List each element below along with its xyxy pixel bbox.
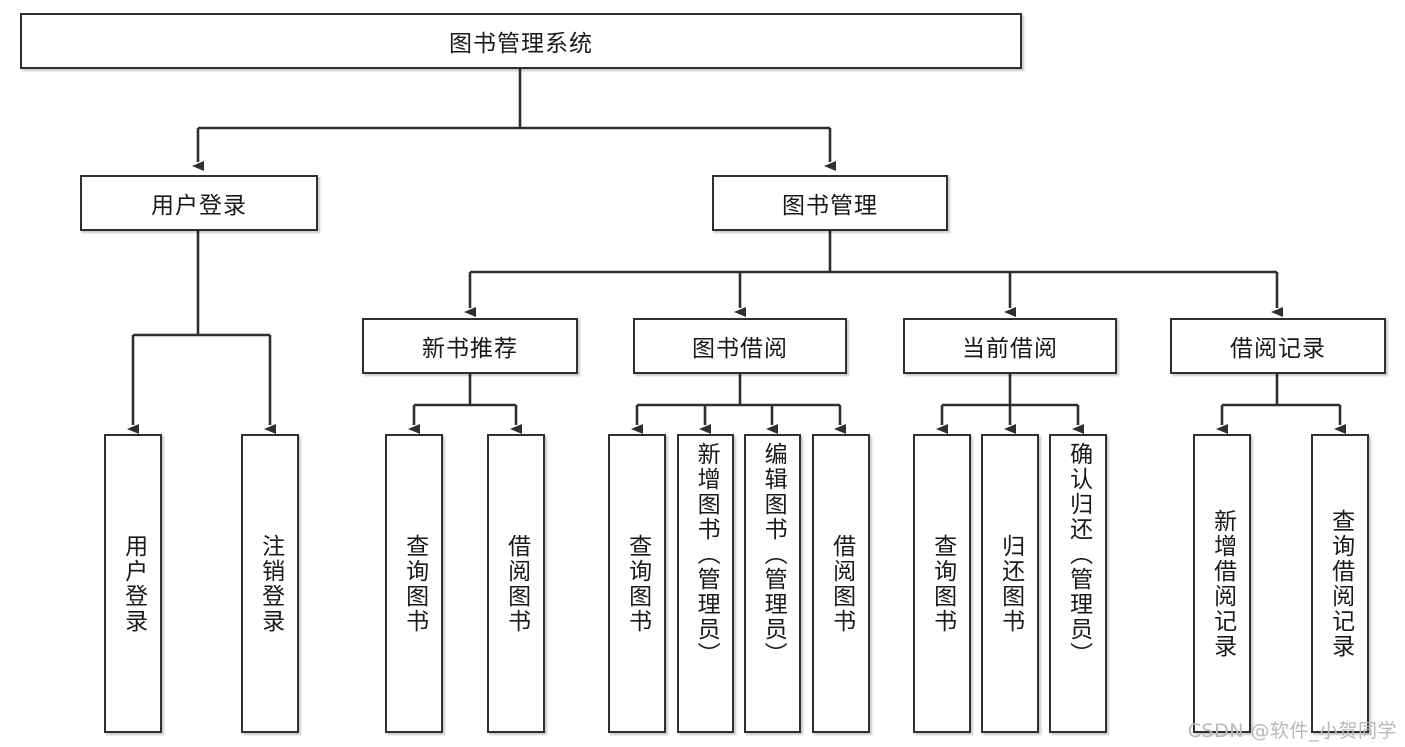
csdn-watermark: CSDN @软件_小贺同学 bbox=[1187, 720, 1397, 742]
node-label: 查询图书 bbox=[624, 533, 651, 634]
node-borrow-record[interactable]: 借阅记录 bbox=[1170, 318, 1386, 374]
leaf-new-book-query[interactable]: 查询图书 bbox=[385, 434, 443, 733]
node-label: 用户登录 bbox=[151, 193, 247, 219]
leaf-borrow-query-book[interactable]: 查询图书 bbox=[608, 434, 666, 733]
leaf-borrow-borrow-book[interactable]: 借阅图书 bbox=[812, 434, 870, 733]
node-book-management[interactable]: 图书管理 bbox=[712, 175, 948, 231]
node-book-borrow[interactable]: 图书借阅 bbox=[633, 318, 847, 374]
node-current-borrow[interactable]: 当前借阅 bbox=[903, 318, 1117, 374]
leaf-current-query-book[interactable]: 查询图书 bbox=[913, 434, 971, 733]
node-label: 图书借阅 bbox=[692, 336, 788, 362]
node-root-system[interactable]: 图书管理系统 bbox=[20, 13, 1022, 69]
node-label: 借阅图书 bbox=[503, 533, 530, 634]
leaf-user-login-signin[interactable]: 用户登录 bbox=[104, 434, 162, 733]
leaf-record-query-record[interactable]: 查询借阅记录 bbox=[1311, 434, 1369, 733]
leaf-borrow-edit-book-admin[interactable]: 编辑图书（管理员） bbox=[744, 434, 801, 733]
node-label: 查询借阅记录 bbox=[1327, 508, 1354, 659]
node-label: 查询图书 bbox=[929, 533, 956, 634]
node-label: 确认归还（管理员） bbox=[1065, 442, 1092, 667]
node-new-book-recommend[interactable]: 新书推荐 bbox=[362, 318, 578, 374]
node-user-login[interactable]: 用户登录 bbox=[80, 175, 318, 231]
node-label: 图书管理 bbox=[782, 193, 878, 219]
node-label: 新增借阅记录 bbox=[1209, 508, 1236, 659]
node-label: 归还图书 bbox=[997, 533, 1024, 634]
leaf-borrow-add-book-admin[interactable]: 新增图书（管理员） bbox=[677, 434, 734, 733]
node-label: 借阅图书 bbox=[828, 533, 855, 634]
node-label: 新书推荐 bbox=[422, 336, 518, 362]
node-label: 注销登录 bbox=[257, 533, 284, 634]
node-label: 新增图书（管理员） bbox=[693, 442, 720, 667]
leaf-current-return-book[interactable]: 归还图书 bbox=[981, 434, 1039, 733]
node-label: 当前借阅 bbox=[962, 336, 1058, 362]
leaf-new-book-borrow[interactable]: 借阅图书 bbox=[487, 434, 545, 733]
node-label: 借阅记录 bbox=[1230, 336, 1326, 362]
leaf-record-add-record[interactable]: 新增借阅记录 bbox=[1193, 434, 1251, 733]
node-label: 查询图书 bbox=[401, 533, 428, 634]
node-label: 编辑图书（管理员） bbox=[760, 442, 787, 667]
node-label: 用户登录 bbox=[120, 533, 147, 634]
node-label: 图书管理系统 bbox=[449, 31, 593, 57]
leaf-user-login-signout[interactable]: 注销登录 bbox=[241, 434, 299, 733]
leaf-current-confirm-return-admin[interactable]: 确认归还（管理员） bbox=[1049, 434, 1107, 733]
